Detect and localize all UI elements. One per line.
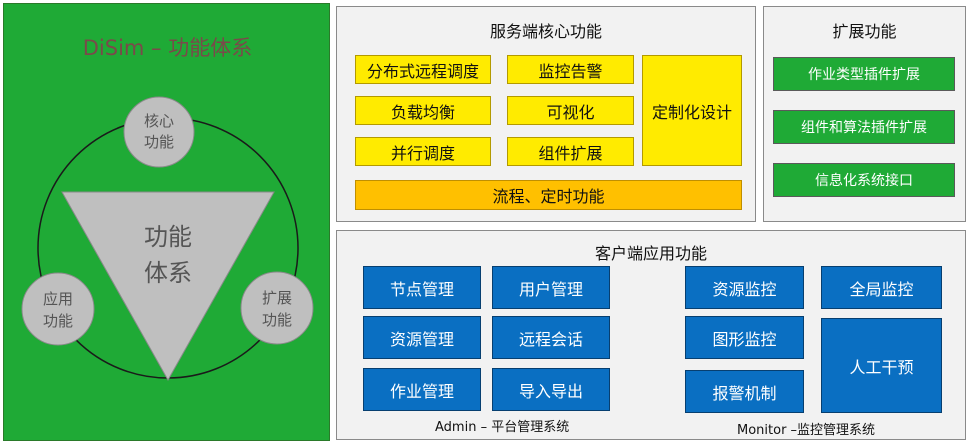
triangle-label-line2: 体系 <box>144 259 192 287</box>
server-core-title: 服务端核心功能 <box>489 22 602 41</box>
resource-management-box: 资源管理 <box>363 316 481 359</box>
client-app-panel: 客户端应用功能 节点管理 用户管理 资源管理 远程会话 作业管理 导入导出 Ad… <box>336 230 966 440</box>
extension-title: 扩展功能 <box>832 22 897 41</box>
core-circle-label-line1: 核心 <box>144 112 174 130</box>
user-management-box: 用户管理 <box>492 266 610 309</box>
app-circle-label-line2: 功能 <box>43 312 73 330</box>
parallel-scheduling-box: 并行调度 <box>355 137 491 166</box>
app-function-circle <box>21 272 95 346</box>
server-core-panel: 服务端核心功能 分布式远程调度 监控告警 负载均衡 可视化 并行调度 组件扩展 … <box>336 6 756 222</box>
app-circle-label-line1: 应用 <box>43 290 73 308</box>
resource-monitor-box: 资源监控 <box>685 266 804 309</box>
core-circle-label-line2: 功能 <box>144 133 174 151</box>
component-algorithm-plugin-box: 组件和算法插件扩展 <box>773 110 955 144</box>
component-extension-box: 组件扩展 <box>507 137 634 166</box>
graphic-monitor-box: 图形监控 <box>685 316 804 359</box>
alarm-mechanism-box: 报警机制 <box>685 370 804 413</box>
job-management-box: 作业管理 <box>363 368 481 411</box>
ext-circle-label-line1: 扩展 <box>262 289 292 307</box>
remote-session-box: 远程会话 <box>492 316 610 359</box>
ext-circle-label-line2: 功能 <box>262 311 292 329</box>
flow-timing-box: 流程、定时功能 <box>355 180 742 210</box>
core-function-circle <box>123 96 195 168</box>
job-type-plugin-box: 作业类型插件扩展 <box>773 57 955 91</box>
client-app-title: 客户端应用功能 <box>594 244 707 263</box>
function-triangle <box>61 191 275 382</box>
global-monitor-box: 全局监控 <box>821 266 942 309</box>
custom-design-box: 定制化设计 <box>642 55 742 166</box>
import-export-box: 导入导出 <box>492 368 610 411</box>
extension-panel: 扩展功能 作业类型插件扩展 组件和算法插件扩展 信息化系统接口 <box>763 6 966 222</box>
triangle-label-line1: 功能 <box>144 223 192 251</box>
manual-intervention-box: 人工干预 <box>821 318 942 413</box>
admin-caption: Admin – 平台管理系统 <box>435 420 570 435</box>
monitoring-alert-box: 监控告警 <box>507 55 634 84</box>
function-system-diagram: 功能 体系 核心 功能 应用 功能 扩展 功能 <box>21 96 314 382</box>
node-management-box: 节点管理 <box>363 266 481 309</box>
information-system-interface-box: 信息化系统接口 <box>773 163 955 197</box>
load-balancing-box: 负载均衡 <box>355 96 491 125</box>
distributed-scheduling-box: 分布式远程调度 <box>355 55 491 84</box>
function-system-title: DiSim – 功能体系 <box>82 36 253 60</box>
visualization-box: 可视化 <box>507 96 634 125</box>
monitor-caption: Monitor –监控管理系统 <box>737 423 876 438</box>
ext-function-circle <box>240 271 314 345</box>
function-system-panel: DiSim – 功能体系 功能 体系 核心 功能 应用 功能 扩展 功能 <box>3 3 330 441</box>
